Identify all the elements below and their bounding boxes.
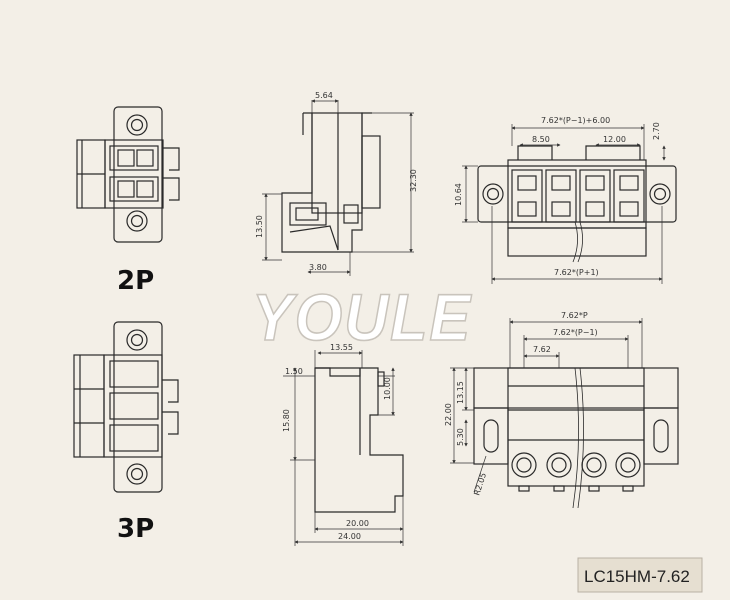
dim-pcb-side-top: 13.55 [330,343,353,352]
dim-front-pitch-b: 12.00 [603,135,626,144]
dim-pcb-side-step: 1.50 [285,367,303,376]
dim-pcb-front-lower: 5.30 [456,428,465,446]
pcb-side-dimension-lines [283,350,404,546]
dim-side-bottom-width: 3.80 [309,263,327,272]
front-view-dimension-lines [462,124,666,284]
plug-2p-top-view [76,106,180,243]
plug-3p-top-view [73,321,179,493]
dim-pcb-side-latch: 10.00 [383,377,392,400]
dim-pcb-front-radius: R2.05 [472,472,488,497]
dim-front-height: 10.64 [454,183,463,206]
dim-side-top-width: 5.64 [315,91,333,100]
dim-front-pitch-a: 8.50 [532,135,550,144]
dim-pcb-front-upper: 13.15 [456,381,465,404]
pcb-header-side-view [314,367,404,513]
dim-pcb-front-pitch: 7.62 [533,345,551,354]
part-number: LC15HM-7.62 [584,567,690,586]
dim-pcb-front-span-p: 7.62*P [561,311,588,320]
plug-front-view [477,145,677,263]
side-view-dimension-lines [262,99,414,276]
label-2p: 2P [117,266,154,296]
dim-front-latch-height: 2.70 [652,122,661,140]
pcb-header-front-view [473,367,679,509]
dim-pcb-front-span-p1: 7.62*(P−1) [553,328,598,337]
dim-side-lower-height: 13.50 [255,215,264,238]
dim-side-height: 32.30 [409,169,418,192]
dim-front-overall-span: 7.62*(P−1)+6.00 [541,116,610,125]
watermark-logo: YOULE [252,280,472,354]
dim-pcb-side-base: 20.00 [346,519,369,528]
dim-pcb-front-total: 22.00 [444,403,453,426]
dim-pcb-side-height: 15.80 [282,409,291,432]
part-number-badge: LC15HM-7.62 [577,557,703,593]
dim-pcb-side-total: 24.00 [338,532,361,541]
label-3p: 3P [117,514,154,544]
dim-front-base-width: 7.62*(P+1) [554,268,599,277]
plug-side-view [281,112,381,253]
pcb-front-dimension-lines [450,318,643,493]
